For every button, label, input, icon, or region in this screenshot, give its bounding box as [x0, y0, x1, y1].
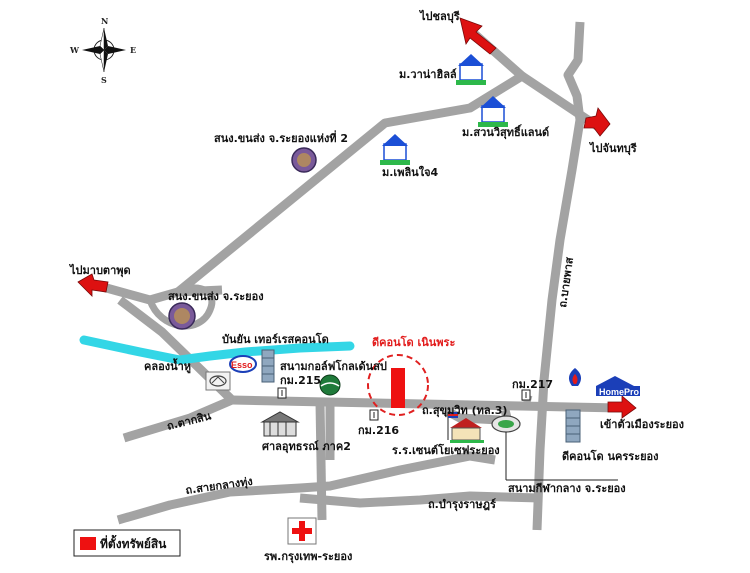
ban-krut-road-line: [299, 491, 541, 508]
label-court: ศาลอุทธรณ์ ภาค2: [262, 440, 351, 454]
label-to-rayong-city: เข้าตัวเมืองระยอง: [600, 418, 684, 431]
building-icon: [261, 349, 275, 383]
house-icon: [456, 54, 486, 85]
direction-arrows: [77, 17, 637, 419]
seal-icon: [291, 147, 317, 173]
label-golf-course: สนามกอล์ฟโกลเด้นสป: [280, 359, 387, 373]
stadium-icon: [491, 415, 521, 433]
label-banyan-terrace: บันยัน เทอร์เรสคอนโด: [222, 332, 329, 346]
arrow-to-chonburi: [459, 17, 497, 55]
gas-station-icon: [568, 368, 582, 386]
homepro-logo-text: HomePro: [599, 387, 640, 397]
label-school: ร.ร.เซนต์โยเซฟระยอง: [392, 443, 500, 457]
label-to-chanthaburi: ไปจันทบุรี: [588, 141, 637, 156]
label-phet-si-ngam: ม.เพลินใจ4: [382, 165, 439, 179]
house-icon: [380, 134, 410, 165]
property-marker: [391, 368, 405, 408]
km-marker-icon: [369, 409, 379, 421]
label-sukhumvit-road: ถ.สุขุมวิท (ทล.3): [422, 404, 507, 418]
court-icon: [260, 411, 300, 437]
tha-yai-road-line: [122, 395, 234, 443]
hospital-icon: [287, 517, 317, 545]
arrow-to-rayong-city: [607, 395, 637, 419]
compass-west: W: [69, 45, 80, 55]
label-to-map-ta-phut: ไปมาบตาพุด: [68, 263, 131, 278]
label-stadium: สนามกีฬากลาง จ.ระยอง: [508, 482, 626, 495]
label-to-chonburi: ไปชลบุรี: [418, 9, 460, 24]
legend: ที่ตั้งทรัพย์สิน: [73, 529, 181, 557]
label-tha-yai-road: ถ.ตากสิน: [166, 409, 213, 433]
esso-logo: Esso: [229, 355, 257, 373]
seal-icon: [168, 302, 196, 330]
label-ban-krut-road: ถ.บำรุงราษฎร์: [428, 498, 496, 512]
interchange-loop: [146, 284, 216, 330]
esso-logo-text: Esso: [231, 360, 253, 370]
label-hospital: รพ.กรุงเทพ-ระยอง: [264, 550, 352, 564]
label-the-condo: ดีคอนโด เนินพระ: [372, 335, 455, 349]
arrow-to-map-ta-phut: [77, 273, 109, 297]
label-km215: กม.215: [280, 374, 321, 387]
canal-line: [79, 335, 355, 365]
road-network: [90, 21, 621, 531]
label-transport-office: สนง.ขนส่ง จ.ระยอง: [168, 290, 264, 303]
km-marker-icon: [277, 387, 287, 399]
school-icon: [447, 412, 484, 443]
label-canal: คลองน้ำหู: [144, 358, 191, 374]
label-wana-hill: ม.วาน่าฮิลล์: [399, 68, 457, 81]
house-icon: [478, 96, 508, 127]
road-to-chonburi: [175, 26, 527, 296]
homepro-logo: HomePro: [596, 376, 640, 397]
label-nakhon-rayong-condo: ดีคอนโด นครระยอง: [562, 449, 659, 463]
legend-label: ที่ตั้งทรัพย์สิน: [100, 534, 167, 551]
compass-north: N: [101, 16, 108, 26]
label-km216: กม.216: [358, 424, 399, 437]
compass-rose: N S E W: [69, 16, 136, 85]
label-km217: กม.217: [512, 378, 553, 391]
sukhumvit-road-line: [231, 395, 621, 413]
label-suan-wisut-land: ม.สวนวิสุทธิ์แลนด์: [462, 124, 549, 140]
legend-marker: [80, 537, 96, 550]
property-highlight-circle: [367, 354, 429, 416]
car-dealer-icon: [205, 371, 231, 391]
sai-klang-road-line: [116, 451, 496, 525]
label-transport-office-2: สนง.ขนส่ง จ.ระยองแห่งที่ 2: [214, 130, 348, 145]
building-icon: [565, 409, 581, 443]
km-marker-icon: [521, 389, 531, 401]
compass-south: S: [101, 75, 107, 85]
compass-east: E: [130, 45, 136, 55]
arrow-to-chanthaburi: [583, 107, 611, 137]
golf-course-icon: [319, 374, 341, 396]
